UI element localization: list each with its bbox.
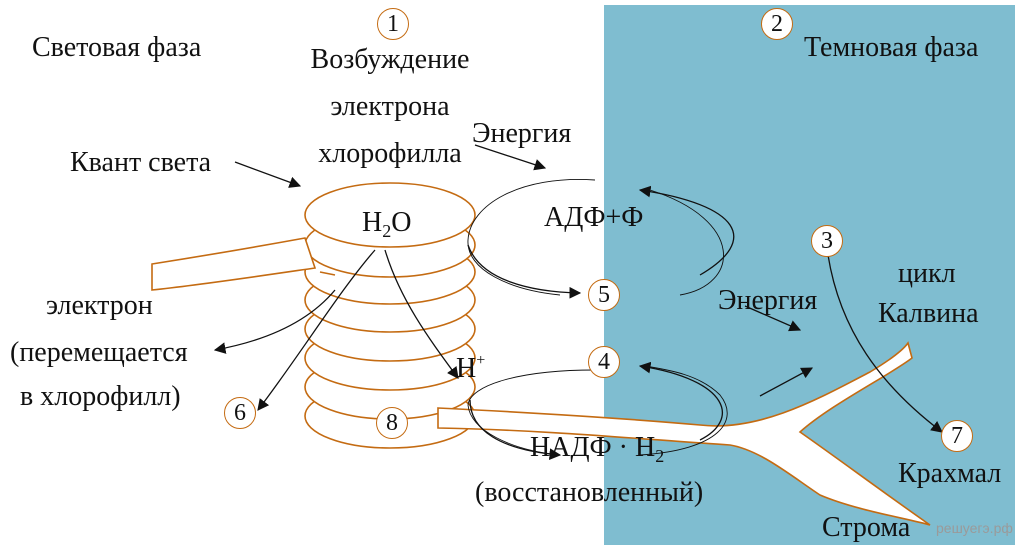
arrow-quantum [234,161,302,188]
nadph-label: НАДФ · H2 [530,432,665,466]
light-phase-title: Световая фаза [32,32,202,63]
water-label: H2O [362,207,412,241]
arrow-to-nadph [469,399,562,460]
arrow-energy-1 [474,144,547,171]
marker-3: 3 [811,225,843,257]
nadph-cycle-outline [467,365,728,456]
marker-4: 4 [588,346,620,378]
arrow-to-5 [467,244,582,299]
marker-2: 2 [761,8,793,40]
arrow-to-adp [638,185,735,276]
electron-label-line3: в хлорофилл) [20,381,181,412]
electron-label-line1: электрон [46,290,153,321]
calvin-label-line2: Калвина [878,298,979,329]
proton-label: H+ [456,352,486,384]
adp-label: АДФ+Ф [544,202,644,233]
energy-label-right: Энергия [718,285,818,316]
arrow-electron [213,289,336,354]
atp-cycle-outline [467,179,724,296]
marker-5: 5 [588,279,620,311]
marker-7: 7 [941,420,973,452]
arrow-into-stroma [759,367,814,397]
starch-label: Крахмал [898,458,1002,489]
arrow-to-4 [638,361,724,441]
light-quantum-label: Квант света [70,147,212,178]
arrow-energy-2 [744,305,802,332]
excitation-label-line1: Возбуждение [310,44,470,75]
watermark: решуегэ.рф [936,520,1013,536]
arrow-to-starch [827,254,943,433]
energy-label-top: Энергия [472,118,572,149]
dark-phase-title: Темновая фаза [804,32,979,63]
excitation-label-line2: электрона [330,91,450,122]
stroma-label: Строма [822,512,911,543]
marker-6: 6 [224,397,256,429]
arrow-to-6 [257,249,376,411]
nadph-note: (восстановленный) [475,477,704,508]
excitation-label-line3: хлорофилла [318,138,462,169]
calvin-label-line1: цикл [898,258,956,289]
marker-8: 8 [376,407,408,439]
arrow-to-proton [384,249,459,379]
electron-label-line2: (перемещается [10,337,188,368]
stroma-lamella [437,341,931,526]
marker-1: 1 [377,8,409,40]
thylakoid-stack [151,182,476,449]
